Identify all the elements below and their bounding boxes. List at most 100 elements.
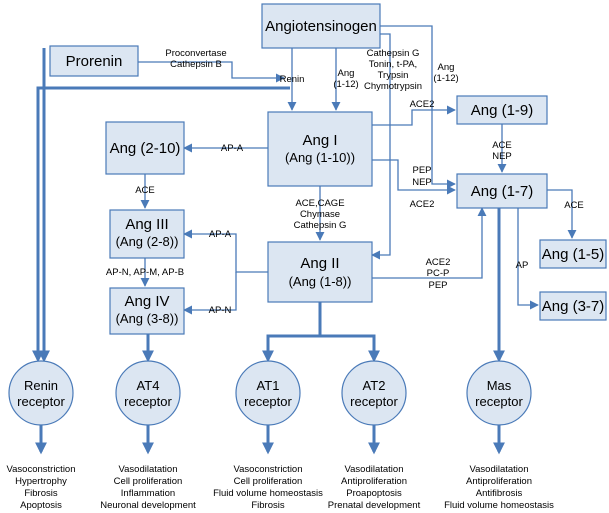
node-ang-iii: Ang III (Ang (2-8)) <box>109 209 185 259</box>
effect-item: Hypertrophy <box>15 476 67 487</box>
node-ang-3-7: Ang (3-7) <box>539 291 607 321</box>
ang-i-sublabel: (Ang (1-10)) <box>285 150 355 165</box>
label-ang-range-right: (1-12) <box>433 73 458 84</box>
label-ace-1-9: ACE <box>492 140 512 151</box>
label-ap-n: AP-N <box>209 305 232 316</box>
ang-1-7-label: Ang (1-7) <box>471 183 534 200</box>
label-cathepsin-g: Cathepsin G <box>367 48 420 59</box>
effect-item: Cell proliferation <box>114 476 183 487</box>
arrow-ace-right <box>547 189 577 239</box>
effects-renin: Vasoconstriction Hypertrophy Fibrosis Ap… <box>7 464 76 511</box>
receptor-mas-name: Mas <box>487 378 512 393</box>
effect-item: Neuronal development <box>100 500 196 511</box>
label-ace2-top: ACE2 <box>410 99 435 110</box>
effects-at1: Vasoconstriction Cell proliferation Flui… <box>213 464 323 511</box>
node-ang-2-10: Ang (2-10) <box>105 121 185 175</box>
label-ace-cage: ACE,CAGE <box>295 198 344 209</box>
arrow-ace2-low <box>372 207 487 279</box>
label-ace2-low: ACE2 <box>426 257 451 268</box>
connectors <box>32 25 577 455</box>
label-ang-range: (1-12) <box>333 79 358 90</box>
effect-item: Fluid volume homeostasis <box>444 500 554 511</box>
label-ace-right: ACE <box>564 200 584 211</box>
ang-ii-label: Ang II <box>300 255 339 272</box>
label-pep-low: PEP <box>428 280 447 291</box>
effect-item: Vasoconstriction <box>7 464 76 475</box>
effect-item: Vasodilatation <box>345 464 404 475</box>
arrow-renin-to-receptor-top <box>36 86 290 92</box>
label-tonin: Tonin, t-PA, <box>369 59 417 70</box>
receptor-at1-label: receptor <box>244 394 292 409</box>
ang-iv-sublabel: (Ang (3-8)) <box>116 311 179 326</box>
node-ang-iv: Ang IV (Ang (3-8)) <box>109 287 185 335</box>
label-proconvertase: Proconvertase <box>165 48 226 59</box>
arrow-pep-nep <box>372 159 456 195</box>
node-ang-1-5: Ang (1-5) <box>539 239 607 269</box>
label-chymotrypsin: Chymotrypsin <box>364 81 422 92</box>
ang-ii-sublabel: (Ang (1-8)) <box>289 274 352 289</box>
label-ap-a-1: AP-A <box>221 143 244 154</box>
node-ang-ii: Ang II (Ang (1-8)) <box>267 241 373 303</box>
receptor-at4-label: receptor <box>124 394 172 409</box>
label-ap-n-m-b: AP-N, AP-M, AP-B <box>106 267 184 278</box>
node-prorenin: Prorenin <box>49 45 139 77</box>
label-ang: Ang <box>338 68 355 79</box>
effect-item: Inflammation <box>121 488 175 499</box>
label-nep: NEP <box>412 177 432 188</box>
label-pc-p: PC-P <box>427 268 450 279</box>
effects-mas: Vasodilatation Antiproliferation Antifib… <box>444 464 554 511</box>
label-trypsin: Trypsin <box>378 70 409 81</box>
label-pep: PEP <box>412 165 431 176</box>
receptor-at4: AT4 receptor <box>115 360 181 426</box>
arrow-to-at2 <box>320 334 380 363</box>
effect-item: Proapoptosis <box>346 488 402 499</box>
effects-at4: Vasodilatation Cell proliferation Inflam… <box>100 464 196 511</box>
ang-1-9-label: Ang (1-9) <box>471 102 534 119</box>
effect-item: Fluid volume homeostasis <box>213 488 323 499</box>
label-ap: AP <box>516 260 529 271</box>
effect-item: Prenatal development <box>328 500 421 511</box>
receptor-at2-label: receptor <box>350 394 398 409</box>
label-ap-a-2: AP-A <box>209 229 232 240</box>
effect-item: Vasodilatation <box>119 464 178 475</box>
label-cathepsin-b: Cathepsin B <box>170 59 222 70</box>
effect-item: Vasoconstriction <box>234 464 303 475</box>
receptor-mas: Mas receptor <box>466 360 532 426</box>
effect-item: Vasodilatation <box>470 464 529 475</box>
effect-item: Antifibrosis <box>476 488 523 499</box>
arrow-ap-a-2 <box>183 229 268 273</box>
receptor-mas-label: receptor <box>475 394 523 409</box>
angiotensinogen-label: Angiotensinogen <box>265 18 377 35</box>
receptor-at2: AT2 receptor <box>341 360 407 426</box>
label-cathepsin-g2: Cathepsin G <box>294 220 347 231</box>
effect-item: Fibrosis <box>251 500 285 511</box>
receptor-at2-name: AT2 <box>363 378 386 393</box>
ang-1-5-label: Ang (1-5) <box>542 246 605 263</box>
arrow-ang-1-12-right <box>380 25 456 189</box>
effect-item: Fibrosis <box>24 488 58 499</box>
effect-item: Apoptosis <box>20 500 62 511</box>
ang-iv-label: Ang IV <box>124 293 169 310</box>
node-ang-i: Ang I (Ang (1-10)) <box>267 111 373 187</box>
label-renin: Renin <box>280 74 305 85</box>
receptor-renin: Renin receptor <box>8 360 74 426</box>
node-angiotensinogen: Angiotensinogen <box>261 3 381 49</box>
label-nep-1-9: NEP <box>492 151 512 162</box>
node-ang-1-7: Ang (1-7) <box>456 173 548 209</box>
receptor-renin-label: receptor <box>17 394 65 409</box>
arrow-to-at1 <box>262 302 322 363</box>
arrow-ap-n <box>183 272 237 315</box>
prorenin-label: Prorenin <box>66 53 123 70</box>
arrow-cathepsin-g-path <box>371 33 391 260</box>
arrow-ace2-top <box>372 105 456 126</box>
ang-iii-sublabel: (Ang (2-8)) <box>116 234 179 249</box>
enzyme-labels: Proconvertase Cathepsin B Renin Ang (1-1… <box>106 48 584 316</box>
ang-iii-label: Ang III <box>125 216 168 233</box>
effects-at2: Vasodilatation Antiproliferation Proapop… <box>328 464 421 511</box>
label-ang-right: Ang <box>438 62 455 73</box>
label-chymase: Chymase <box>300 209 340 220</box>
effect-item: Antiproliferation <box>466 476 532 487</box>
receptor-at1-name: AT1 <box>257 378 280 393</box>
ang-2-10-label: Ang (2-10) <box>110 140 181 157</box>
